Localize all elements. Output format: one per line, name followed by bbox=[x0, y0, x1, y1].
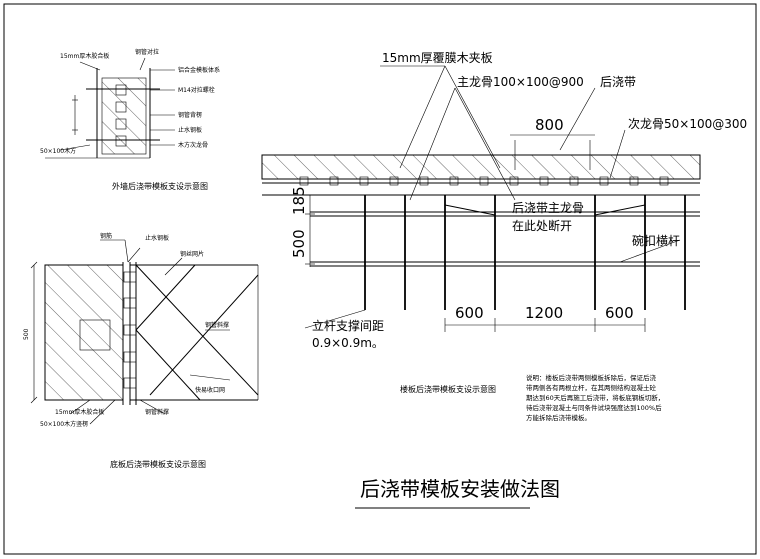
strip-main-joist-note: 在此处断开 bbox=[512, 218, 572, 233]
bl-callout: 15mm厚木胶合板 bbox=[55, 408, 104, 416]
note-line: 待后浇带混凝土与同条件试块强度达到100%后 bbox=[526, 403, 662, 412]
bl-caption: 底板后浇带模板支设示意图 bbox=[110, 459, 206, 469]
dim-185: 185 bbox=[290, 186, 308, 215]
slab-post-pour-section bbox=[261, 65, 701, 332]
dim-800: 800 bbox=[535, 116, 564, 134]
pole-spacing-value: 0.9×0.9m。 bbox=[312, 336, 384, 350]
tl-callout: 钢管对拉 bbox=[135, 48, 159, 56]
bl-callout: 快易收口网 bbox=[195, 386, 225, 394]
plywood-label: 15mm厚覆膜木夹板 bbox=[382, 51, 493, 65]
dim-600-left: 600 bbox=[455, 304, 484, 322]
dim-500: 500 bbox=[290, 229, 308, 258]
tl-callout: 钢管背楞 bbox=[178, 111, 202, 119]
note-line: 期达到60天后再施工后浇带，将板底钢板切断， bbox=[526, 393, 664, 402]
dim-600-right: 600 bbox=[605, 304, 634, 322]
right-section-subtitle: 楼板后浇带模板支设示意图 bbox=[400, 384, 496, 394]
bl-callout: 钢管斜撑 bbox=[145, 408, 169, 416]
tl-callout: 木方次龙骨 bbox=[178, 141, 208, 149]
foundation-slab-detail bbox=[30, 239, 259, 425]
tl-callout: M14对拉螺栓 bbox=[178, 86, 215, 94]
bl-callout: 止水钢板 bbox=[145, 234, 169, 242]
secondary-joist-label: 次龙骨50×100@300 bbox=[628, 117, 747, 131]
main-title: 后浇带模板安装做法图 bbox=[360, 477, 560, 501]
bowl-buckle-label: 碗扣横杆 bbox=[632, 233, 680, 248]
external-wall-detail bbox=[45, 57, 175, 159]
dim-1200: 1200 bbox=[525, 304, 563, 322]
post-pour-strip-label: 后浇带 bbox=[600, 75, 636, 89]
strip-main-joist-note: 后浇带主龙骨 bbox=[512, 201, 584, 215]
bl-callout: 钢丝网片 bbox=[180, 250, 204, 258]
note-line: 方能拆除后浇带模板。 bbox=[526, 413, 591, 422]
support-poles bbox=[364, 195, 686, 310]
bl-callout: 钢筋 bbox=[100, 232, 112, 240]
bl-callout: 50×100木方竖楞 bbox=[40, 420, 88, 428]
bl-callout: 钢管斜撑 bbox=[205, 321, 229, 329]
tl-caption: 外墙后浇带模板支设示意图 bbox=[112, 181, 208, 191]
drawing-frame bbox=[3, 3, 757, 555]
bl-dimension: 500 bbox=[23, 328, 30, 340]
note-line: 说明：楼板后浇带两侧模板拆除后，保证后浇 bbox=[526, 373, 657, 382]
tl-callout: 50×100木方 bbox=[40, 147, 76, 155]
note-line: 带两侧各有两根立杆，在其两侧结构混凝土砼 bbox=[526, 383, 657, 392]
tl-callout: 铝合金模板体系 bbox=[178, 66, 220, 74]
main-joist-label: 主龙骨100×100@900 bbox=[457, 75, 584, 89]
pole-spacing-label: 立杆支撑间距 bbox=[312, 318, 384, 333]
secondary-joists bbox=[299, 176, 669, 186]
tl-callout: 15mm厚木胶合板 bbox=[60, 52, 109, 60]
tl-callout: 止水钢板 bbox=[178, 126, 202, 134]
